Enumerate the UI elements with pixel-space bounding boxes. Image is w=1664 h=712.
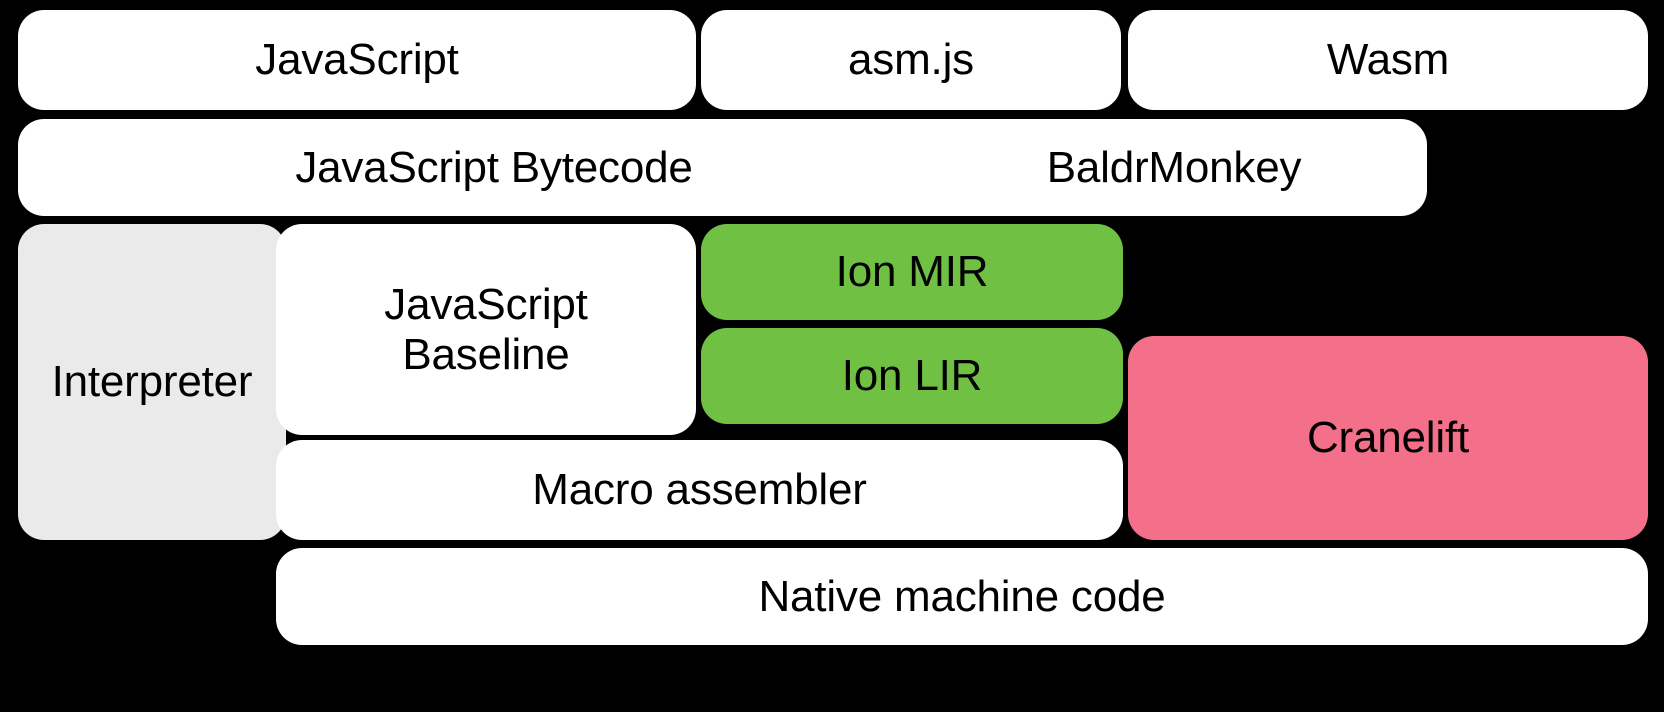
node-javascript-baseline: JavaScript Baseline bbox=[276, 224, 696, 435]
node-native-machine-code: Native machine code bbox=[276, 548, 1648, 645]
node-cranelift: Cranelift bbox=[1128, 336, 1648, 540]
node-macro-assembler: Macro assembler bbox=[276, 440, 1123, 540]
node-interpreter: Interpreter bbox=[18, 224, 286, 540]
node-asm-js: asm.js bbox=[701, 10, 1121, 110]
node-ion-mir: Ion MIR bbox=[701, 224, 1123, 320]
node-wasm: Wasm bbox=[1128, 10, 1648, 110]
node-ion-lir: Ion LIR bbox=[701, 328, 1123, 424]
node-baldrmonkey: BaldrMonkey bbox=[921, 119, 1427, 216]
node-javascript-bytecode: JavaScript Bytecode bbox=[18, 119, 970, 216]
node-javascript: JavaScript bbox=[18, 10, 696, 110]
